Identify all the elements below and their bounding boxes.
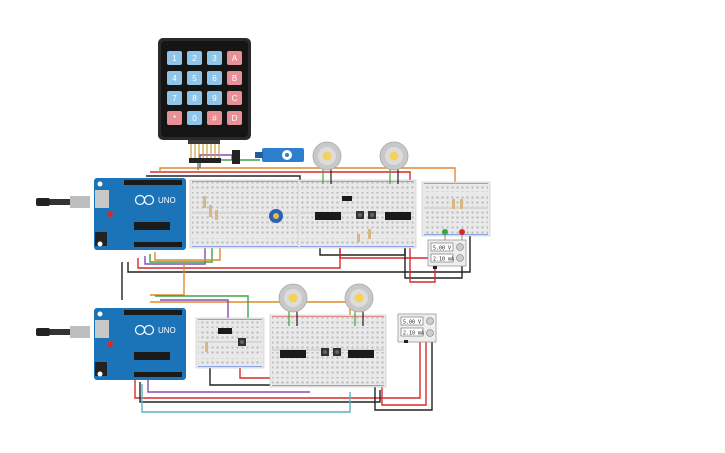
- motor-driver-chip[interactable]: [385, 212, 411, 220]
- leds: [442, 229, 465, 240]
- keypad-key[interactable]: 8: [187, 91, 202, 105]
- keypad-key-label: 4: [172, 74, 177, 83]
- current-knob[interactable]: [426, 329, 434, 337]
- arduinos: UNO UNO: [36, 178, 186, 380]
- breadboard[interactable]: [189, 179, 301, 249]
- wire[interactable]: [149, 245, 213, 263]
- keypad-key-label: 2: [192, 54, 197, 63]
- arduino-uno[interactable]: UNO: [36, 308, 186, 380]
- keypad-key-label: *: [173, 114, 176, 123]
- led-red[interactable]: [459, 229, 465, 235]
- keypad-key-label: 5: [192, 74, 197, 83]
- keypad-key[interactable]: 2: [187, 51, 202, 65]
- wire[interactable]: [159, 167, 456, 186]
- keypad-key-label: B: [232, 74, 237, 83]
- keypad-key[interactable]: *: [167, 111, 182, 125]
- keypad-key[interactable]: A: [227, 51, 242, 65]
- keypad-key-label: A: [232, 54, 238, 63]
- keypad-key[interactable]: 5: [187, 71, 202, 85]
- keypad-key[interactable]: 6: [207, 71, 222, 85]
- current-knob[interactable]: [456, 254, 464, 262]
- voltage-readout: 5.00 V: [403, 320, 421, 326]
- keypad-key[interactable]: 7: [167, 91, 182, 105]
- push-buttons[interactable]: [238, 211, 376, 356]
- keypad-key[interactable]: 0: [187, 111, 202, 125]
- potentiometer[interactable]: [269, 209, 283, 223]
- wire[interactable]: [141, 384, 351, 413]
- keypad-key[interactable]: D: [227, 111, 242, 125]
- dc-motor[interactable]: [344, 283, 374, 326]
- keypad-key-label: 0: [192, 114, 197, 123]
- dc-motors: [278, 141, 409, 326]
- motor-driver-chip[interactable]: [315, 212, 341, 220]
- wire[interactable]: [409, 245, 436, 283]
- voltage-knob[interactable]: [456, 243, 464, 251]
- arduino-model-label: UNO: [158, 196, 176, 205]
- keypad-key-label: 1: [172, 54, 177, 63]
- keypad-key[interactable]: 9: [207, 91, 222, 105]
- voltage-knob[interactable]: [426, 317, 434, 325]
- led-green[interactable]: [442, 229, 448, 235]
- keypad-key[interactable]: C: [227, 91, 242, 105]
- keypad-key-label: C: [232, 94, 238, 103]
- wire[interactable]: [147, 380, 310, 393]
- keypad-key[interactable]: #: [207, 111, 222, 125]
- wire[interactable]: [160, 299, 229, 318]
- current-readout: 2.10 mA: [403, 331, 424, 337]
- keypad-key-label: 6: [212, 74, 217, 83]
- power-supply-bottom[interactable]: 5.00 V 2.10 mA: [397, 313, 437, 343]
- breadboard[interactable]: [421, 181, 491, 237]
- servo-motor[interactable]: [232, 148, 304, 164]
- ic-chip[interactable]: [342, 196, 352, 201]
- keypad-key[interactable]: 3: [207, 51, 222, 65]
- motor-driver-chip[interactable]: [280, 350, 306, 358]
- keypad[interactable]: 1 2 3 A 4 5 6 B 7 8 9 C * 0 # D: [158, 38, 251, 163]
- wire[interactable]: [154, 245, 221, 261]
- keypad-key[interactable]: 1: [167, 51, 182, 65]
- arduino-model-label: UNO: [158, 326, 176, 335]
- wire[interactable]: [150, 262, 185, 296]
- wire[interactable]: [144, 245, 206, 265]
- keypad-key-label: 9: [212, 94, 217, 103]
- chips: [203, 196, 465, 358]
- current-readout: 2.10 mA: [433, 257, 454, 263]
- dc-motor[interactable]: [312, 141, 342, 184]
- keypad-key[interactable]: 4: [167, 71, 182, 85]
- keypad-key[interactable]: B: [227, 71, 242, 85]
- keypad-key-label: 7: [172, 94, 177, 103]
- arduino-uno[interactable]: UNO: [36, 178, 186, 250]
- resistors: [203, 196, 463, 352]
- motor-driver-chip[interactable]: [348, 350, 374, 358]
- keypad-key-label: 8: [192, 94, 197, 103]
- wire[interactable]: [155, 295, 249, 318]
- wire[interactable]: [404, 245, 463, 279]
- ic-chip[interactable]: [218, 328, 232, 334]
- voltage-readout: 5.00 V: [433, 246, 451, 252]
- keypad-connector: [188, 140, 221, 163]
- keypad-key-label: 3: [212, 54, 217, 63]
- keypad-key-label: D: [232, 114, 238, 123]
- dc-motor[interactable]: [278, 283, 308, 326]
- power-supply-top[interactable]: 5.00 V 2.10 mA: [427, 239, 467, 269]
- wires: [121, 154, 471, 413]
- keypad-key-label: #: [212, 114, 217, 123]
- dc-motor[interactable]: [379, 141, 409, 184]
- wire[interactable]: [139, 382, 381, 403]
